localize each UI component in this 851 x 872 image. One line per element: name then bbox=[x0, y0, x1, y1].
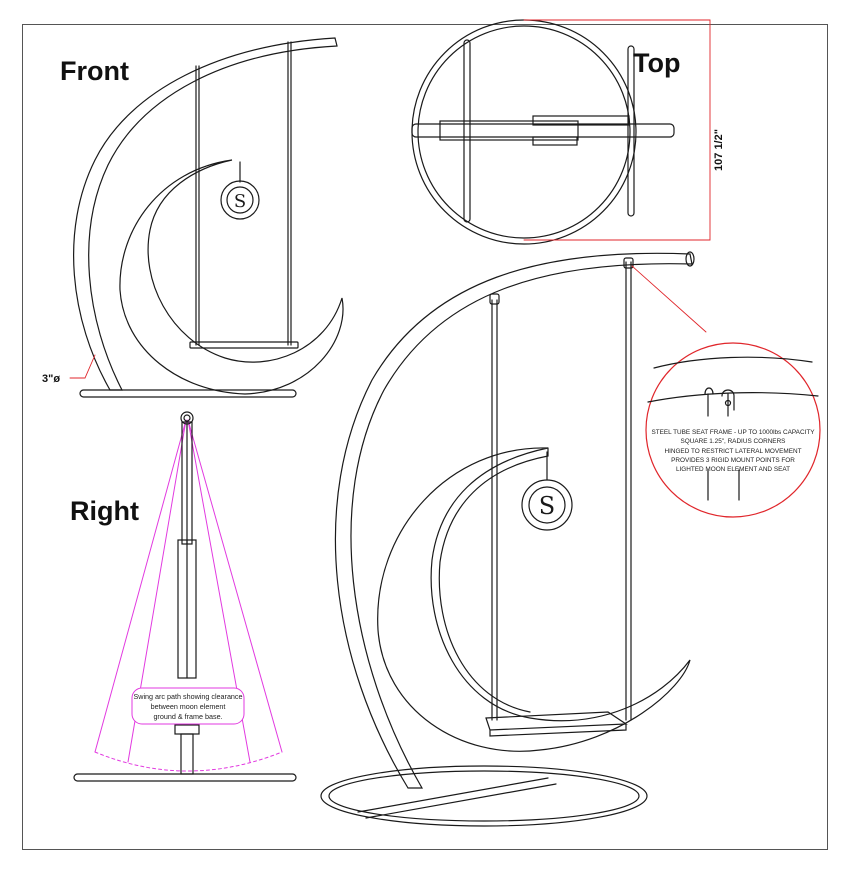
detail-callout bbox=[645, 342, 821, 518]
main-isometric-view bbox=[320, 251, 707, 827]
top-ring-inner bbox=[417, 25, 631, 239]
front-base-bar bbox=[79, 389, 297, 398]
top-beam bbox=[411, 123, 675, 138]
detail-hinge-pin bbox=[724, 399, 732, 407]
front-view-title: Front bbox=[60, 56, 129, 86]
swing-note-line: Swing arc path showing clearance bbox=[133, 692, 242, 701]
top-seat-outline bbox=[439, 120, 579, 141]
right-base-bar bbox=[73, 773, 297, 782]
swing-line-outer-right bbox=[187, 419, 283, 753]
swing-note-bubble bbox=[131, 687, 245, 725]
detail-note-line: HINGED TO RESTRICT LATERAL MOVEMENT bbox=[664, 448, 801, 455]
iso-base-ring-inner bbox=[328, 770, 640, 822]
top-view bbox=[411, 19, 711, 245]
detail-note-line: PROVIDES 3 RIGID MOUNT POINTS FOR bbox=[671, 457, 795, 464]
tube-diameter-dimension: 3"ø bbox=[42, 373, 60, 385]
top-view-title: Top bbox=[633, 48, 680, 78]
front-seat bbox=[189, 341, 299, 349]
iso-hinge-right bbox=[623, 257, 634, 269]
iso-base-crossbar bbox=[357, 777, 557, 819]
iso-emblem-outer bbox=[521, 479, 573, 531]
top-dim-line bbox=[523, 19, 711, 241]
swing-line-outer-left bbox=[94, 419, 187, 753]
height-dimension: 107 1/2" bbox=[713, 129, 725, 171]
detail-note-line: LIGHTED MOON ELEMENT AND SEAT bbox=[676, 466, 790, 473]
iso-crescent-moon bbox=[377, 447, 691, 752]
swing-note: Swing arc path showing clearance between… bbox=[133, 692, 242, 721]
swing-arc-path bbox=[94, 751, 283, 772]
drawing-sheet-border bbox=[22, 24, 828, 850]
right-seat-stem bbox=[180, 733, 194, 775]
front-view bbox=[69, 37, 344, 398]
top-seat-block bbox=[532, 115, 630, 126]
front-outer-arc bbox=[73, 37, 338, 391]
detail-arc-tube-top bbox=[653, 356, 813, 369]
iso-base-ring-outer bbox=[320, 765, 648, 827]
iso-detail-leader bbox=[631, 265, 707, 333]
front-emblem-letter: S bbox=[234, 191, 246, 212]
iso-emblem-inner bbox=[528, 486, 566, 524]
swing-note-line: between moon element bbox=[151, 702, 226, 711]
detail-arc-tube-bottom bbox=[647, 392, 819, 403]
iso-arc-cap bbox=[685, 251, 695, 267]
iso-hinge-left bbox=[489, 293, 500, 305]
detail-circle bbox=[645, 342, 821, 518]
iso-seat bbox=[485, 711, 628, 737]
right-view bbox=[73, 411, 297, 782]
top-ring-outer bbox=[411, 19, 637, 245]
iso-emblem-letter: S bbox=[539, 492, 555, 520]
swing-note-line: ground & frame base. bbox=[153, 712, 222, 721]
iso-outer-arc bbox=[334, 252, 693, 789]
front-crescent-moon bbox=[119, 159, 344, 395]
detail-note-line: SQUARE 1.25", RADIUS CORNERS bbox=[681, 438, 786, 445]
front-dim-leader bbox=[69, 354, 96, 379]
detail-note-line: STEEL TUBE SEAT FRAME - UP TO 1000lbs CA… bbox=[651, 429, 815, 436]
front-emblem-inner bbox=[226, 186, 254, 214]
top-rod-left bbox=[463, 39, 471, 223]
top-seat-block-lower bbox=[532, 136, 578, 146]
detail-note: STEEL TUBE SEAT FRAME - UP TO 1000lbs CA… bbox=[651, 429, 815, 473]
iso-crescent-edge bbox=[438, 447, 549, 713]
right-pole-top-inner bbox=[183, 414, 191, 422]
front-emblem-outer bbox=[220, 180, 260, 220]
top-rod-right bbox=[627, 45, 635, 217]
right-view-title: Right bbox=[70, 496, 139, 526]
right-seat-mount bbox=[174, 724, 200, 735]
